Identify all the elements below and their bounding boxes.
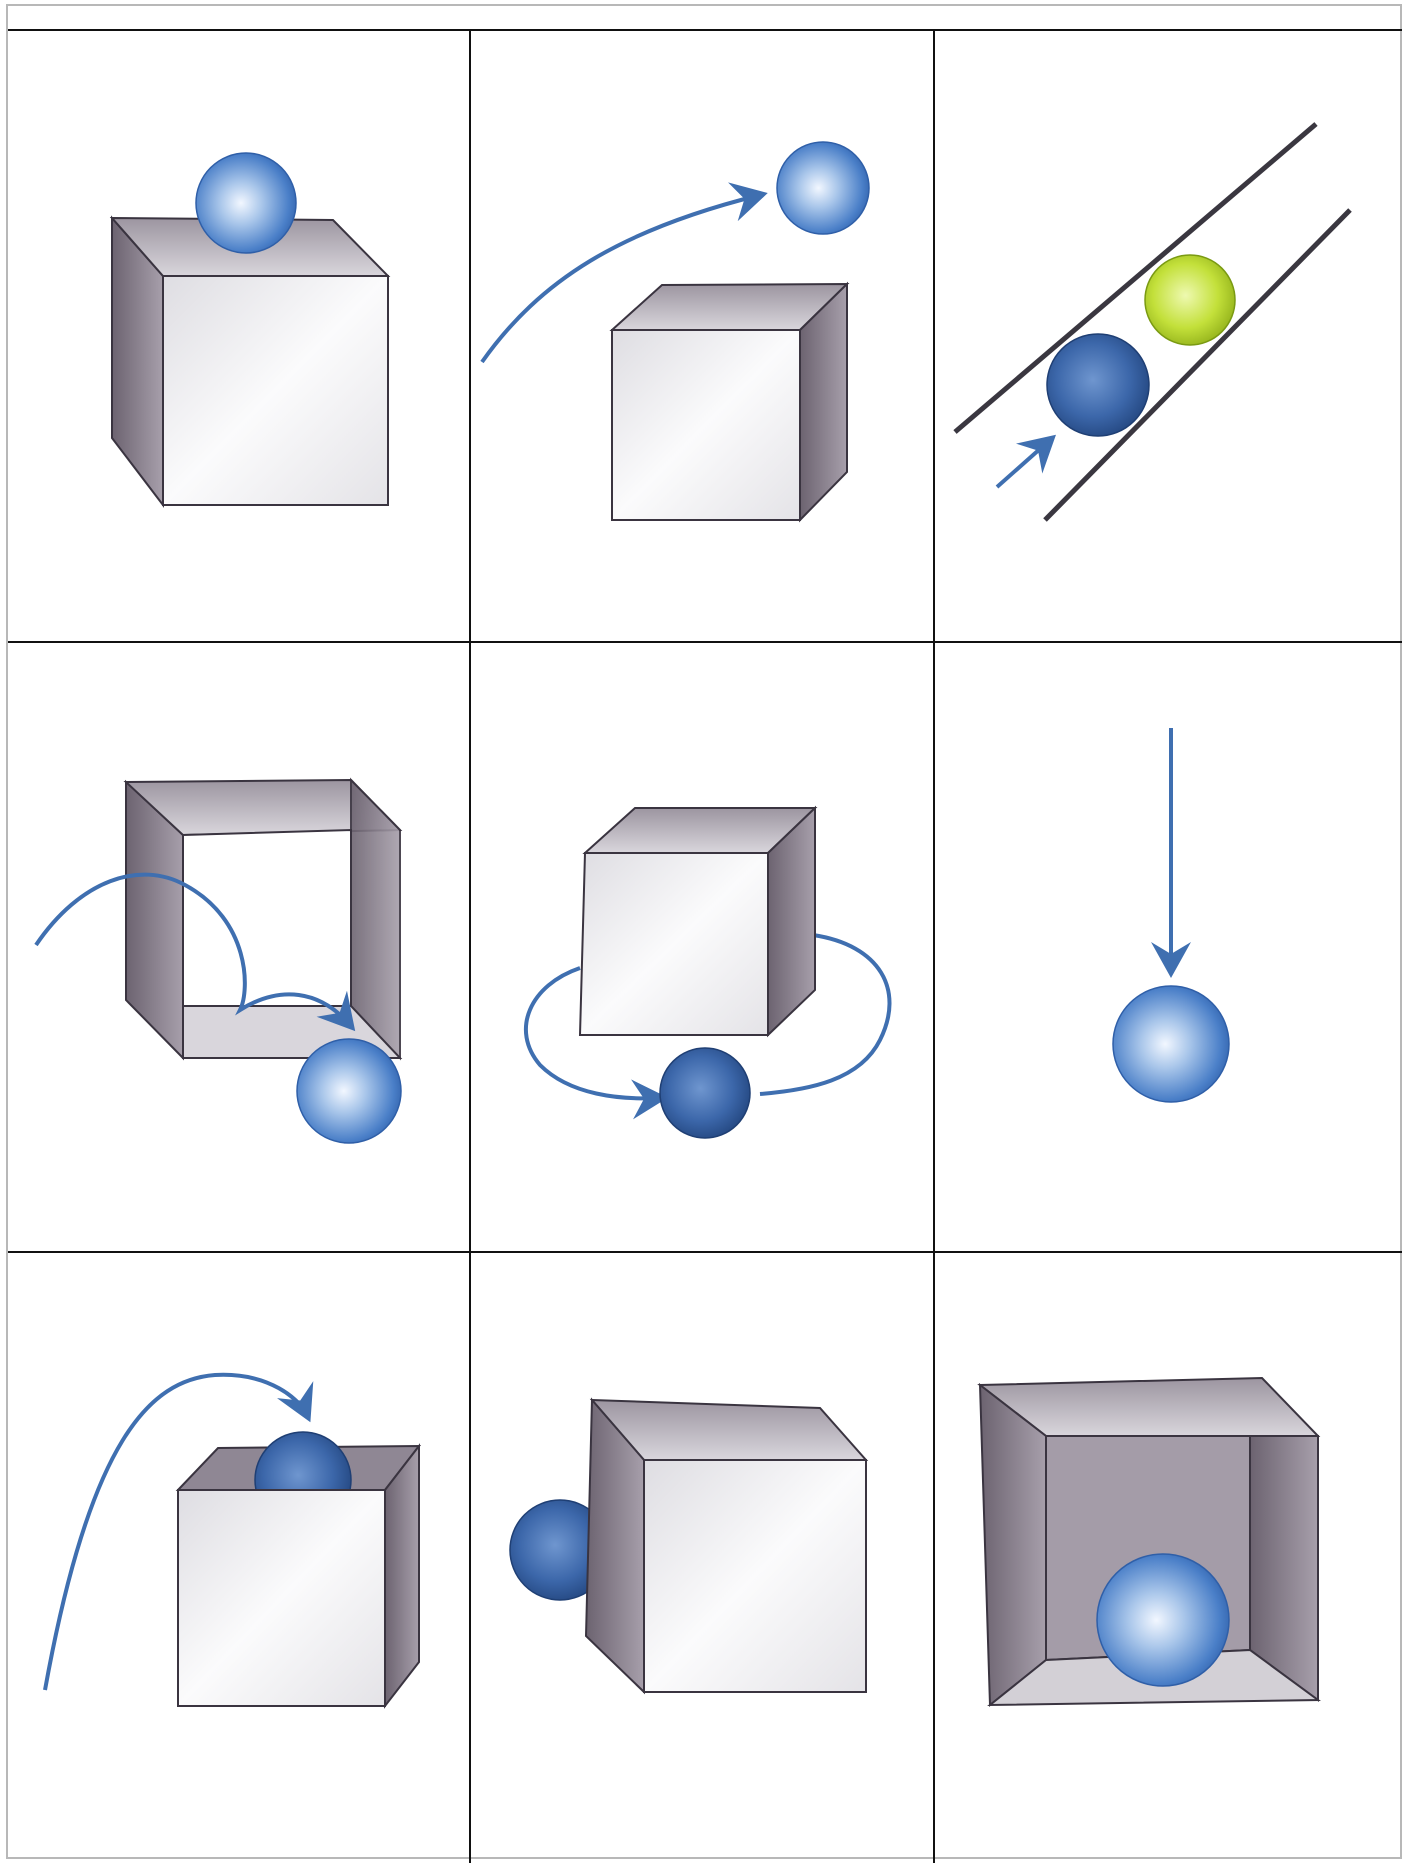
ball — [1097, 1554, 1229, 1686]
panel-down — [1113, 728, 1229, 1102]
panel-along — [955, 124, 1350, 520]
panel-into — [45, 1375, 419, 1706]
panel-behind — [510, 1400, 866, 1692]
ball — [297, 1039, 401, 1143]
open-cube-frame — [126, 780, 400, 1058]
panel-through — [36, 780, 401, 1143]
panel-over — [482, 142, 869, 520]
panel-on — [112, 153, 388, 505]
ball — [1047, 334, 1149, 436]
panel-around — [526, 808, 890, 1138]
ball — [196, 153, 296, 253]
cube — [112, 218, 388, 505]
ball — [777, 142, 869, 234]
cube — [612, 284, 847, 520]
green-ball — [1145, 255, 1235, 345]
cube — [580, 808, 815, 1035]
straight-arrow — [997, 440, 1050, 487]
panel-in — [980, 1378, 1318, 1705]
ball — [1113, 986, 1229, 1102]
ball — [660, 1048, 750, 1138]
box-front — [178, 1490, 385, 1706]
cube — [586, 1400, 866, 1692]
